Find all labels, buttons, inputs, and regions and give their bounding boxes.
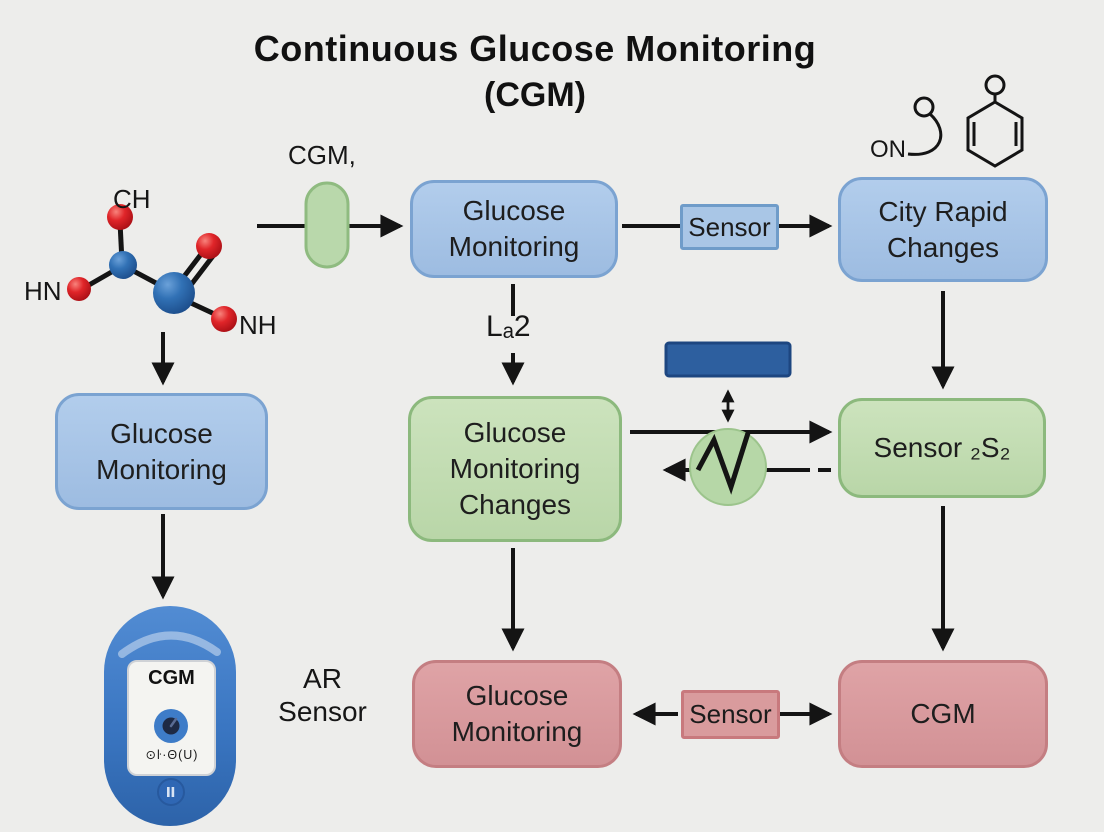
chem-label-on: ON [870, 136, 906, 163]
capsule-label: CGM, [288, 140, 356, 170]
node-glucose-monitoring-changes: Glucose Monitoring Changes [408, 396, 622, 542]
dial-icon [154, 709, 188, 743]
node-sensor-bottom: Sensor [681, 690, 780, 739]
node-glucose-monitoring-bottom: Glucose Monitoring [412, 660, 622, 768]
atom-red-lower-right [211, 306, 237, 332]
atom-red-left [67, 277, 91, 301]
device-highlight [118, 631, 221, 658]
dark-blue-bar [664, 341, 792, 378]
ar-sensor-line1: AR [303, 663, 342, 694]
node-city-rapid-changes: City Rapid Changes [838, 177, 1048, 282]
molecule-bonds [80, 221, 223, 320]
node-sensor-top: Sensor [680, 204, 779, 250]
flow-arrows [151, 214, 955, 726]
node-cgm-bottom: CGM [838, 660, 1048, 768]
diagram-title: Continuous Glucose Monitoring (CGM) [0, 28, 1070, 115]
device-screen-title: CGM [148, 667, 195, 689]
node-glucose-monitoring-left: Glucose Monitoring [55, 393, 268, 510]
benzene-ring [966, 100, 1024, 168]
atom-blue-small [109, 251, 137, 279]
molecule-model [67, 204, 237, 332]
molecule-label-hn: HN [24, 276, 62, 306]
node-sensor-s2: Sensor ₂S₂ [838, 398, 1046, 498]
zigzag-line [695, 432, 751, 495]
cgm-device [104, 606, 236, 826]
molecule-label-nh: NH [239, 310, 277, 340]
chemical-structure [907, 74, 1024, 168]
atom-blue-large [153, 272, 195, 314]
ar-sensor-line2: Sensor [278, 696, 367, 728]
title-line2: (CGM) [484, 76, 586, 114]
oxygen-circle-small [913, 96, 935, 118]
atom-red-upper-right [196, 233, 222, 259]
title-line1: Continuous Glucose Monitoring [253, 28, 817, 69]
zigzag-circle-symbol [689, 428, 767, 506]
curved-bond [907, 112, 943, 156]
arrow-annotation: Lₐ2 [486, 310, 531, 343]
capsule-pill-shape [304, 181, 350, 269]
pause-icon [157, 778, 185, 806]
molecule-label-ch: CH [113, 184, 151, 214]
atom-red-top [107, 204, 133, 230]
ar-sensor-label: AR Sensor [250, 662, 395, 728]
device-screen-glyphs: ⊙ŀ·Θ(U) [145, 748, 199, 762]
node-glucose-monitoring-top: Glucose Monitoring [410, 180, 618, 278]
